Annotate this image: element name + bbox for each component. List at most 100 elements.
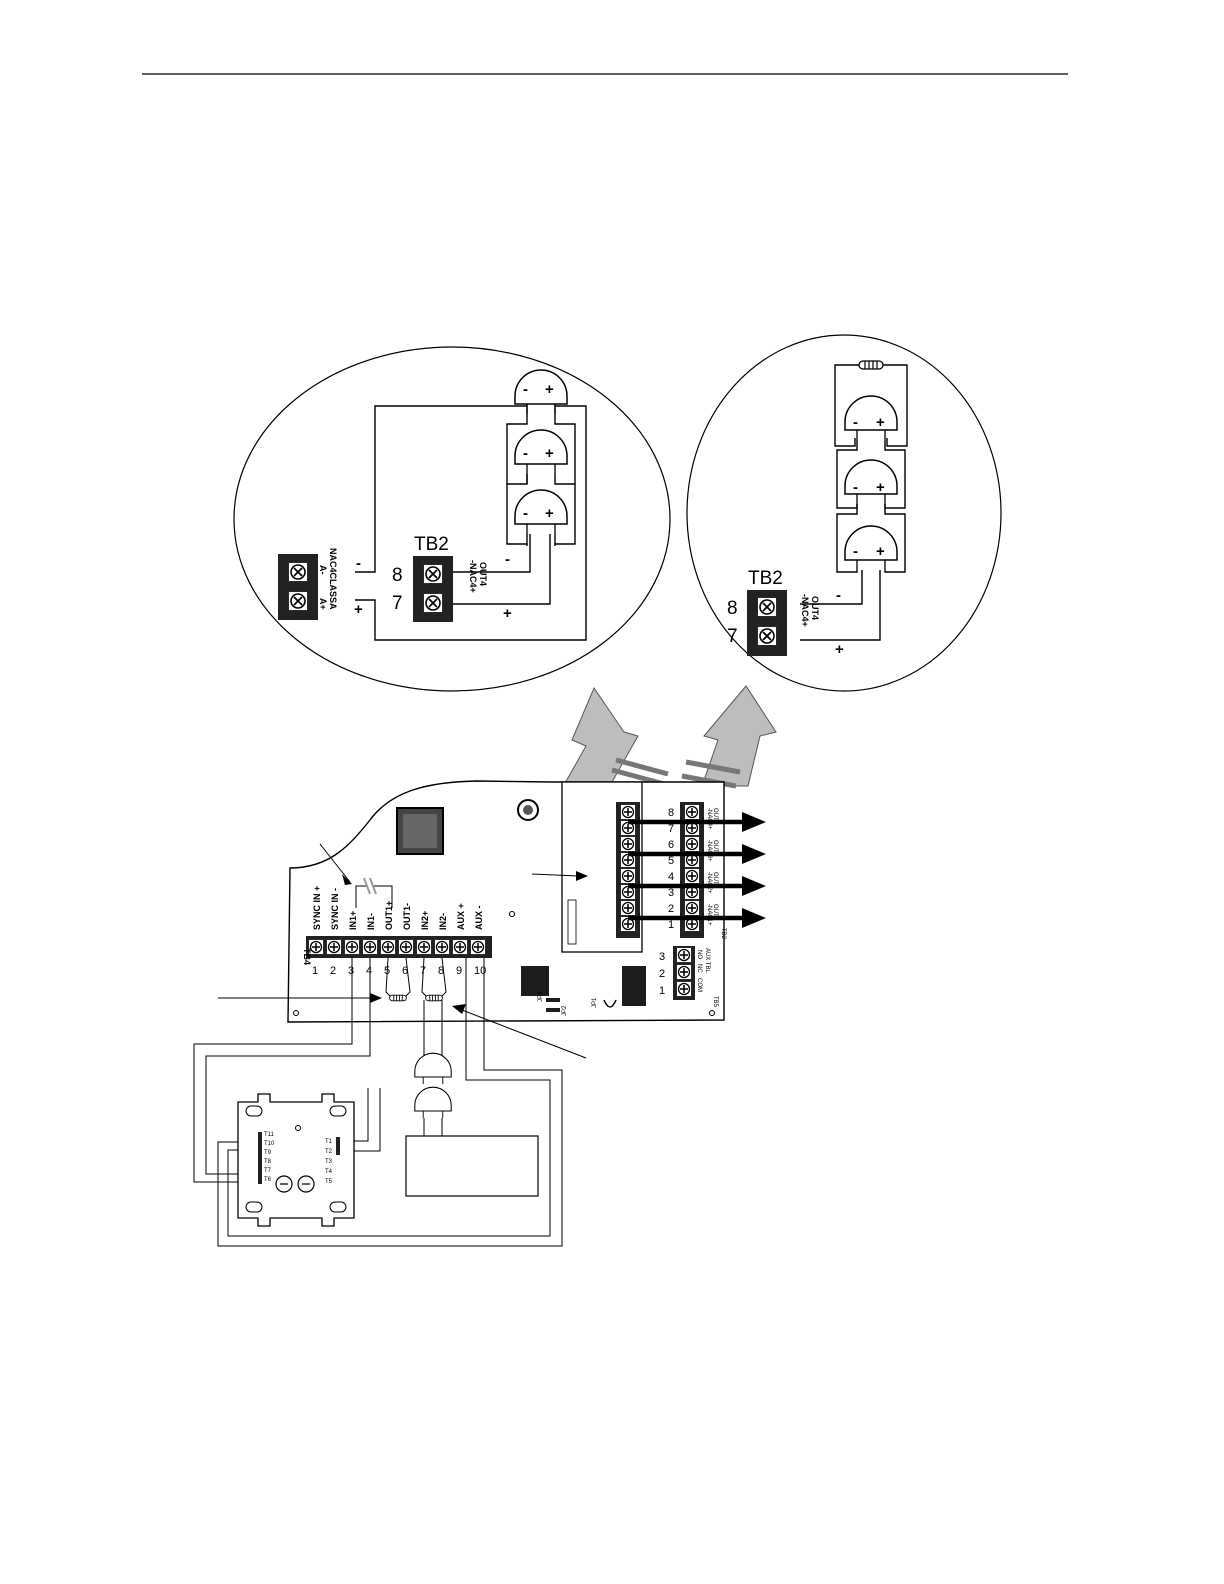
- tb4-terminal: [433, 938, 451, 956]
- svg-text:5: 5: [668, 855, 674, 867]
- svg-text:2: 2: [668, 903, 674, 915]
- left-detail-class-a: - + - + - + NAC4CLASSA A- A+ - +: [233, 346, 671, 692]
- svg-text:-NAC2+: -NAC2+: [706, 872, 712, 894]
- svg-text:OUT4: OUT4: [478, 562, 488, 586]
- svg-text:+: +: [876, 479, 885, 496]
- svg-text:+: +: [354, 601, 363, 618]
- svg-text:IN1-: IN1-: [366, 913, 376, 930]
- svg-text:TB2: TB2: [720, 928, 726, 940]
- svg-text:8: 8: [438, 965, 444, 977]
- svg-text:-NAC1+: -NAC1+: [706, 904, 712, 926]
- terminal-screw: [287, 561, 309, 583]
- svg-text:JP1: JP1: [592, 997, 598, 1008]
- svg-text:-: -: [523, 445, 528, 462]
- terminal-screw: [422, 592, 444, 614]
- svg-text:OUT1+: OUT1+: [384, 901, 394, 930]
- svg-text:4: 4: [668, 871, 674, 883]
- field-wiring: T11 T10 T9 T8 T7 T6 T1 T2 T3 T4 T5: [193, 958, 563, 1247]
- svg-text:OUT2: OUT2: [712, 872, 718, 889]
- svg-text:COM: COM: [696, 978, 702, 992]
- tb5-terminal: [675, 946, 693, 964]
- tb4-terminal: [325, 938, 343, 956]
- svg-text:-: -: [853, 414, 858, 431]
- svg-text:1: 1: [659, 985, 665, 997]
- svg-text:-: -: [356, 555, 361, 572]
- horn-icon: [414, 1052, 452, 1085]
- svg-text:9: 9: [456, 965, 462, 977]
- svg-text:AUX +: AUX +: [456, 903, 466, 930]
- horn-icon: [414, 1086, 452, 1119]
- svg-text:+: +: [835, 641, 844, 658]
- svg-text:-: -: [853, 543, 858, 560]
- svg-text:7: 7: [392, 593, 403, 614]
- tb4-terminal: [451, 938, 469, 956]
- svg-text:8: 8: [727, 598, 738, 619]
- svg-text:-NAC4+: -NAC4+: [468, 560, 478, 593]
- addressable-module: T11 T10 T9 T8 T7 T6 T1 T2 T3 T4 T5: [237, 1093, 355, 1227]
- svg-text:3: 3: [348, 965, 354, 977]
- svg-text:T2: T2: [325, 1149, 333, 1155]
- svg-text:+: +: [876, 414, 885, 431]
- callout-arrow-left: [559, 686, 669, 793]
- svg-text:TB4: TB4: [302, 948, 312, 965]
- resistor-icon: [425, 994, 443, 1002]
- terminal-screw: [287, 590, 309, 612]
- svg-text:OUT1: OUT1: [712, 904, 718, 921]
- tb4-terminal: [343, 938, 361, 956]
- tb5-terminal: [675, 963, 693, 981]
- svg-text:JP3: JP3: [538, 991, 544, 1002]
- nac-terminal: [619, 803, 637, 821]
- resistor-icon: [858, 360, 884, 370]
- device-box: [405, 1135, 539, 1197]
- svg-text:IN2-: IN2-: [438, 913, 448, 930]
- svg-text:T1: T1: [325, 1139, 333, 1145]
- svg-text:AUX -: AUX -: [474, 905, 484, 930]
- svg-text:T3: T3: [325, 1159, 333, 1165]
- svg-text:T7: T7: [264, 1168, 272, 1174]
- svg-text:-: -: [836, 587, 841, 604]
- nac-terminal: [619, 867, 637, 885]
- svg-text:T4: T4: [325, 1169, 333, 1175]
- tb4-terminal: [379, 938, 397, 956]
- tb5-terminal: [675, 980, 693, 998]
- svg-text:8: 8: [392, 565, 403, 586]
- svg-text:+: +: [503, 605, 512, 622]
- svg-text:2: 2: [330, 965, 336, 977]
- svg-text:NC: NC: [696, 964, 702, 973]
- svg-text:4: 4: [366, 965, 372, 977]
- svg-text:OUT1-: OUT1-: [402, 903, 412, 930]
- svg-text:SYNC IN +: SYNC IN +: [312, 886, 322, 930]
- svg-text:TB5: TB5: [712, 996, 718, 1008]
- nac-terminal: [619, 899, 637, 917]
- svg-text:-: -: [853, 479, 858, 496]
- terminal-screw: [422, 563, 444, 585]
- right-detail-class-b: - + - + - + TB2 8 7 OUT4 -NAC4+ - +: [686, 334, 1002, 692]
- tb2-terminal: [683, 899, 701, 917]
- svg-text:-NAC3+: -NAC3+: [706, 840, 712, 862]
- svg-text:-: -: [505, 551, 510, 568]
- svg-text:IN1+: IN1+: [348, 911, 358, 930]
- svg-text:IN2+: IN2+: [420, 911, 430, 930]
- svg-text:-: -: [523, 381, 528, 398]
- svg-text:+: +: [876, 543, 885, 560]
- tb2-terminal: [683, 803, 701, 821]
- svg-text:2: 2: [659, 968, 665, 980]
- tb2-label: TB2: [748, 568, 783, 589]
- svg-text:SYNC IN -: SYNC IN -: [330, 888, 340, 930]
- callout-arrow-right: [681, 685, 777, 789]
- main-board: TB4 SYNC IN + SYNC IN - IN1+ IN1- OUT1+ …: [218, 780, 766, 1059]
- svg-text:-: -: [523, 505, 528, 522]
- tb2-terminal: [683, 867, 701, 885]
- svg-text:+: +: [545, 445, 554, 462]
- svg-text:+: +: [545, 505, 554, 522]
- svg-text:T8: T8: [264, 1159, 272, 1165]
- svg-text:JP2: JP2: [562, 1005, 568, 1016]
- svg-text:3: 3: [659, 951, 665, 963]
- svg-text:T6: T6: [264, 1177, 272, 1183]
- svg-text:-NAC4+: -NAC4+: [800, 594, 810, 627]
- tb4-terminal: [397, 938, 415, 956]
- svg-text:+: +: [545, 381, 554, 398]
- svg-text:3: 3: [668, 887, 674, 899]
- terminal-screw: [756, 596, 778, 618]
